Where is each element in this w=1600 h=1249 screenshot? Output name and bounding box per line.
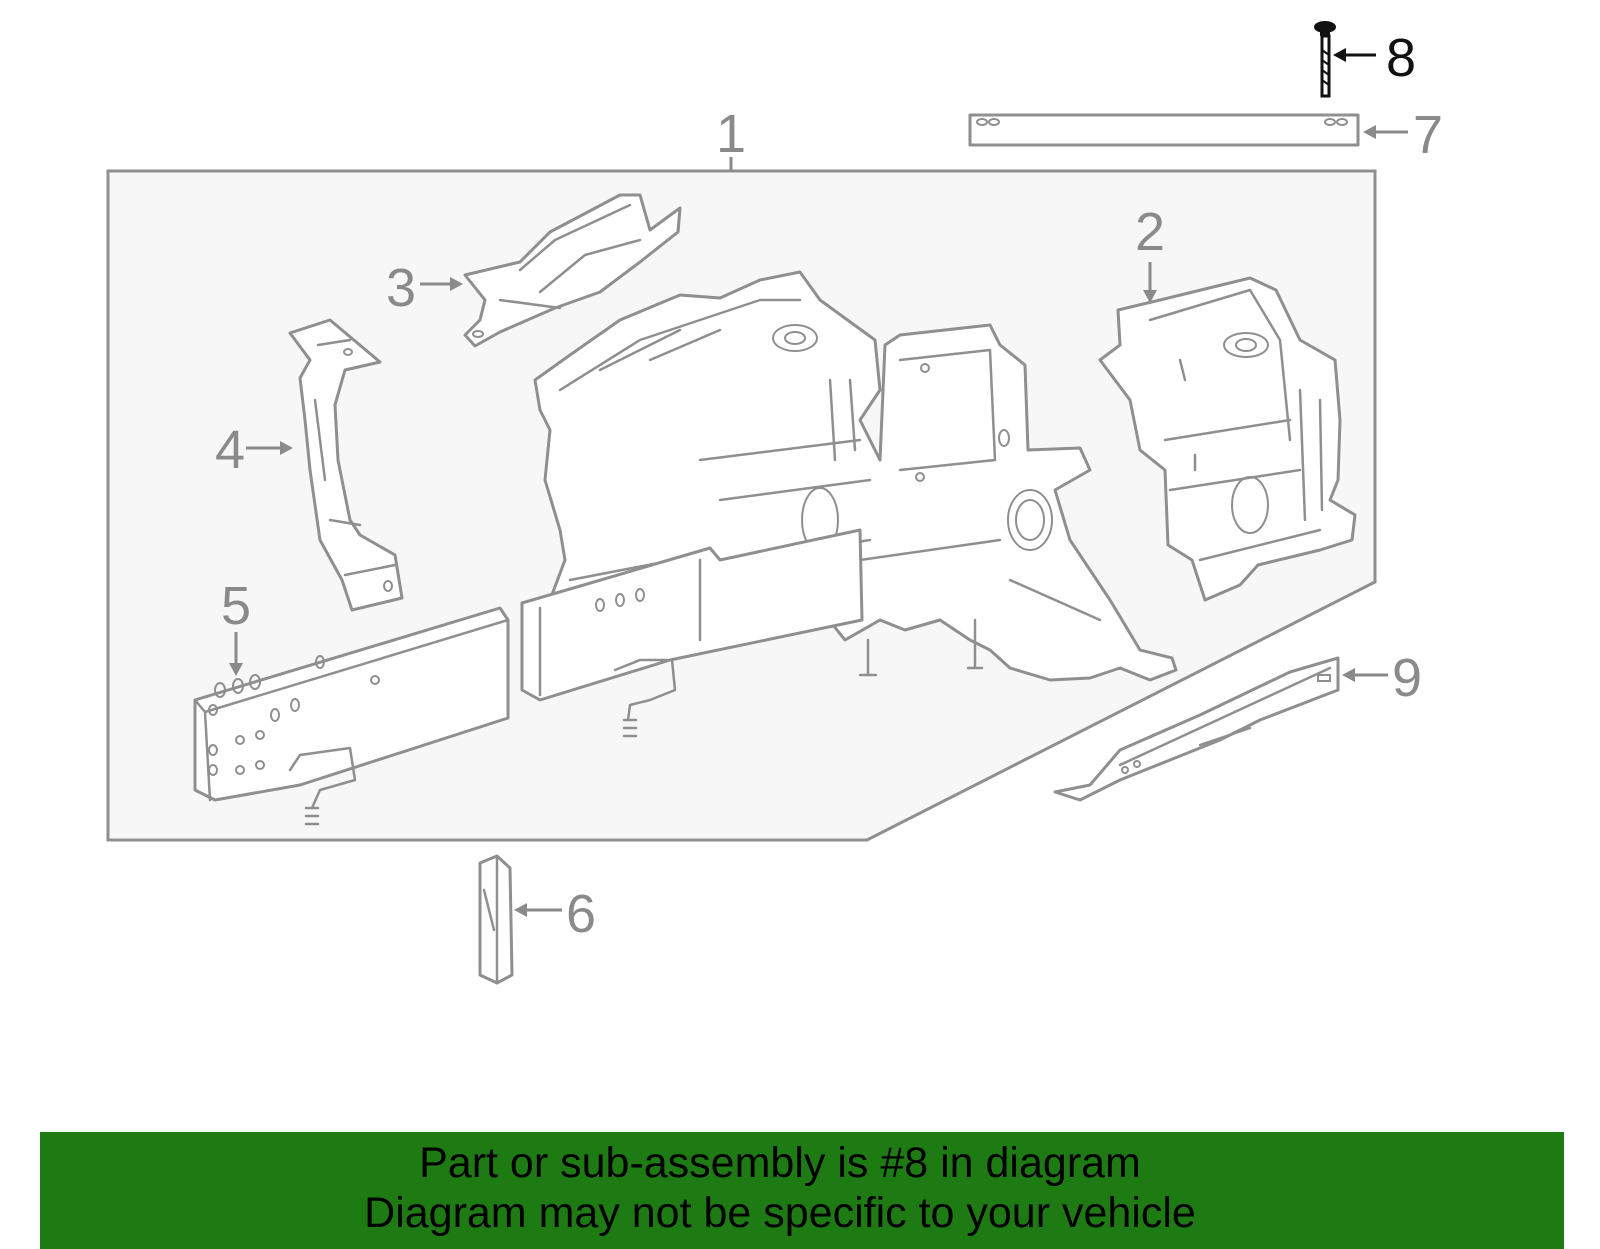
callout-3-label: 3 [386,258,416,318]
callout-9-arrow [1342,668,1388,682]
part-8-bolt[interactable] [1314,21,1336,98]
callout-8-label: 8 [1386,28,1416,88]
assembly-1-front-rail[interactable] [520,528,864,738]
part-4-brace[interactable] [288,318,404,612]
part-5-lower-rail[interactable] [193,606,510,826]
callout-4-arrow [246,441,293,455]
callout-6-label: 6 [566,884,596,944]
part-6-post[interactable] [478,854,514,985]
callout-6-arrow [514,903,562,917]
callout-3-arrow [420,277,463,291]
callout-1-label: 1 [716,104,746,164]
banner-line-2: Diagram may not be specific to your vehi… [364,1189,1196,1237]
part-2-apron-right[interactable] [1098,276,1357,602]
callout-4-label: 4 [215,420,245,480]
banner-line-1: Part or sub-assembly is #8 in diagram [419,1139,1141,1187]
info-banner: Part or sub-assembly is #8 in diagram Di… [40,1132,1564,1249]
callout-2-label: 2 [1135,202,1165,262]
part-9-reinforcement[interactable] [1053,656,1340,802]
callout-5-arrow [229,632,243,676]
part-3-bracket[interactable] [463,193,682,348]
callout-8-arrow [1333,48,1376,62]
part-7-strip[interactable] [968,113,1360,147]
callout-7-arrow [1363,125,1408,139]
callout-5-label: 5 [221,576,251,636]
callout-9-label: 9 [1392,648,1422,708]
callout-7-label: 7 [1413,105,1443,165]
callout-2-arrow [1143,262,1157,303]
